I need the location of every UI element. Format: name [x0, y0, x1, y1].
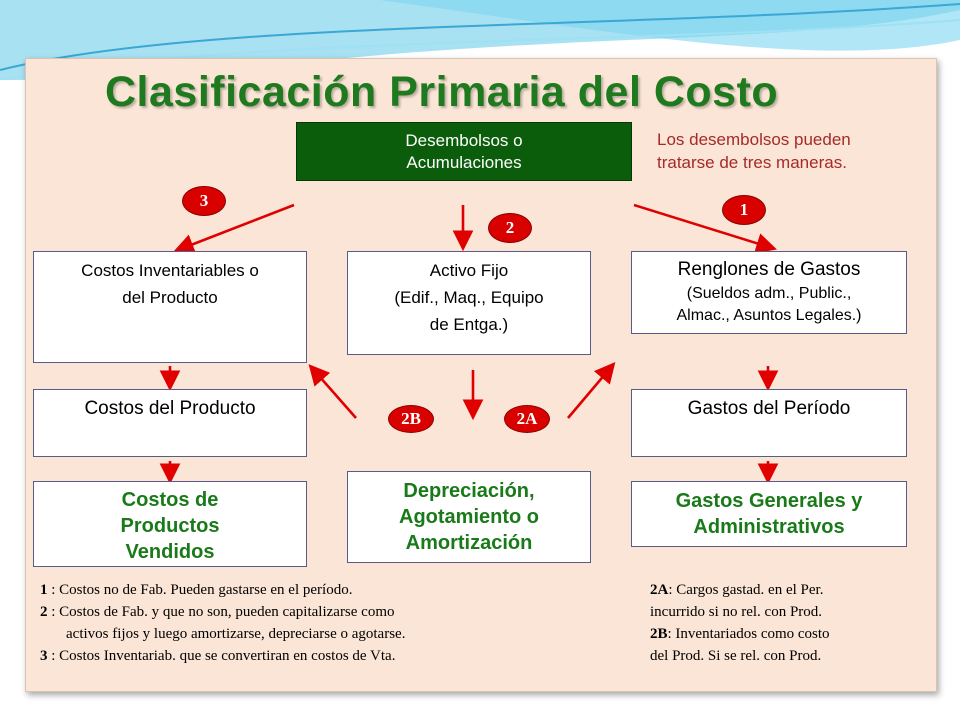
inventariables-line1: Costos Inventariables o — [81, 261, 259, 280]
footnotes-left: 1 : Costos no de Fab. Pueden gastarse en… — [40, 579, 620, 667]
footnote-key: 2A — [650, 582, 669, 598]
arrow-2a — [567, 362, 616, 419]
badge-1: 1 — [722, 195, 766, 225]
box-gastos-generales: Gastos Generales y Administrativos — [631, 481, 907, 547]
footnote-left-3: activos fijos y luego amortizarse, depre… — [40, 623, 620, 645]
footnote-text: incurrido si no rel. con Prod. — [650, 604, 823, 620]
footnote-key: 2 — [40, 604, 48, 620]
source-box: Desembolsos o Acumulaciones — [296, 122, 632, 181]
page-title: Clasificación Primaria del Costo — [105, 68, 779, 116]
box-depreciacion: Depreciación, Agotamiento o Amortización — [347, 471, 591, 563]
costos-vendidos-line3: Vendidos — [125, 541, 215, 563]
footnote-right-4: del Prod. Si se rel. con Prod. — [650, 645, 920, 667]
arrow-to-renglones — [633, 203, 777, 254]
gastos-generales-line2: Administrativos — [693, 516, 845, 538]
footnote-right-2: incurrido si no rel. con Prod. — [650, 601, 920, 623]
depreciacion-line2: Agotamiento o — [399, 506, 539, 528]
footnote-key: 1 — [40, 582, 48, 598]
footnote-text: : Costos de Fab. y que no son, pueden ca… — [47, 604, 395, 620]
footnotes-right: 2A: Cargos gastad. en el Per. incurrido … — [650, 579, 920, 667]
activo-fijo-line2: (Edif., Maq., Equipo — [394, 288, 544, 307]
arrow-to-inventariables — [173, 203, 295, 255]
badge-3: 3 — [182, 186, 226, 216]
gastos-generales-line1: Gastos Generales y — [675, 490, 863, 512]
footnote-text: : Costos Inventariab. que se convertiran… — [47, 648, 396, 664]
costos-vendidos-line1: Costos de — [121, 489, 219, 511]
intro-note: Los desembolsos pueden tratarse de tres … — [657, 128, 927, 174]
footnote-text: : Cargos gastad. en el Per. — [668, 582, 824, 598]
footnote-text: : Costos no de Fab. Pueden gastarse en e… — [47, 582, 353, 598]
footnote-text: activos fijos y luego amortizarse, depre… — [66, 626, 406, 642]
renglones-line1: Renglones de Gastos — [677, 259, 861, 280]
intro-note-line2: tratarse de tres maneras. — [657, 153, 847, 172]
renglones-line3: Almac., Asuntos Legales.) — [676, 307, 862, 324]
source-box-line1: Desembolsos o — [405, 131, 523, 150]
costos-vendidos-line2: Productos — [120, 515, 220, 537]
badge-2a: 2A — [504, 405, 550, 433]
footnote-key: 2B — [650, 626, 668, 642]
arrow-2b — [308, 364, 357, 419]
footnote-text: : Inventariados como costo — [667, 626, 830, 642]
source-box-line2: Acumulaciones — [406, 153, 522, 172]
intro-note-line1: Los desembolsos pueden — [657, 130, 851, 149]
box-activo-fijo: Activo Fijo (Edif., Maq., Equipo de Entg… — [347, 251, 591, 355]
box-costos-inventariables: Costos Inventariables o del Producto — [33, 251, 307, 363]
footnote-left-2: 2 : Costos de Fab. y que no son, pueden … — [40, 601, 620, 623]
footnote-left-1: 1 : Costos no de Fab. Pueden gastarse en… — [40, 579, 620, 601]
costos-producto-line1: Costos del Producto — [84, 398, 256, 419]
footnote-text: del Prod. Si se rel. con Prod. — [650, 648, 822, 664]
box-costos-producto: Costos del Producto — [33, 389, 307, 457]
footnote-right-1: 2A: Cargos gastad. en el Per. — [650, 579, 920, 601]
depreciacion-line1: Depreciación, — [403, 480, 535, 502]
box-costos-vendidos: Costos de Productos Vendidos — [33, 481, 307, 567]
activo-fijo-line1: Activo Fijo — [429, 261, 509, 280]
depreciacion-line3: Amortización — [405, 532, 533, 554]
badge-2: 2 — [488, 213, 532, 243]
footnote-key: 3 — [40, 648, 48, 664]
badge-2b: 2B — [388, 405, 434, 433]
box-gastos-periodo: Gastos del Período — [631, 389, 907, 457]
inventariables-line2: del Producto — [122, 288, 218, 307]
activo-fijo-line3: de Entga.) — [429, 315, 509, 334]
gastos-periodo-line1: Gastos del Período — [687, 398, 851, 419]
footnote-right-3: 2B: Inventariados como costo — [650, 623, 920, 645]
renglones-line2: (Sueldos adm., Public., — [686, 285, 852, 302]
box-renglones-gastos: Renglones de Gastos (Sueldos adm., Publi… — [631, 251, 907, 334]
footnote-left-4: 3 : Costos Inventariab. que se convertir… — [40, 645, 620, 667]
